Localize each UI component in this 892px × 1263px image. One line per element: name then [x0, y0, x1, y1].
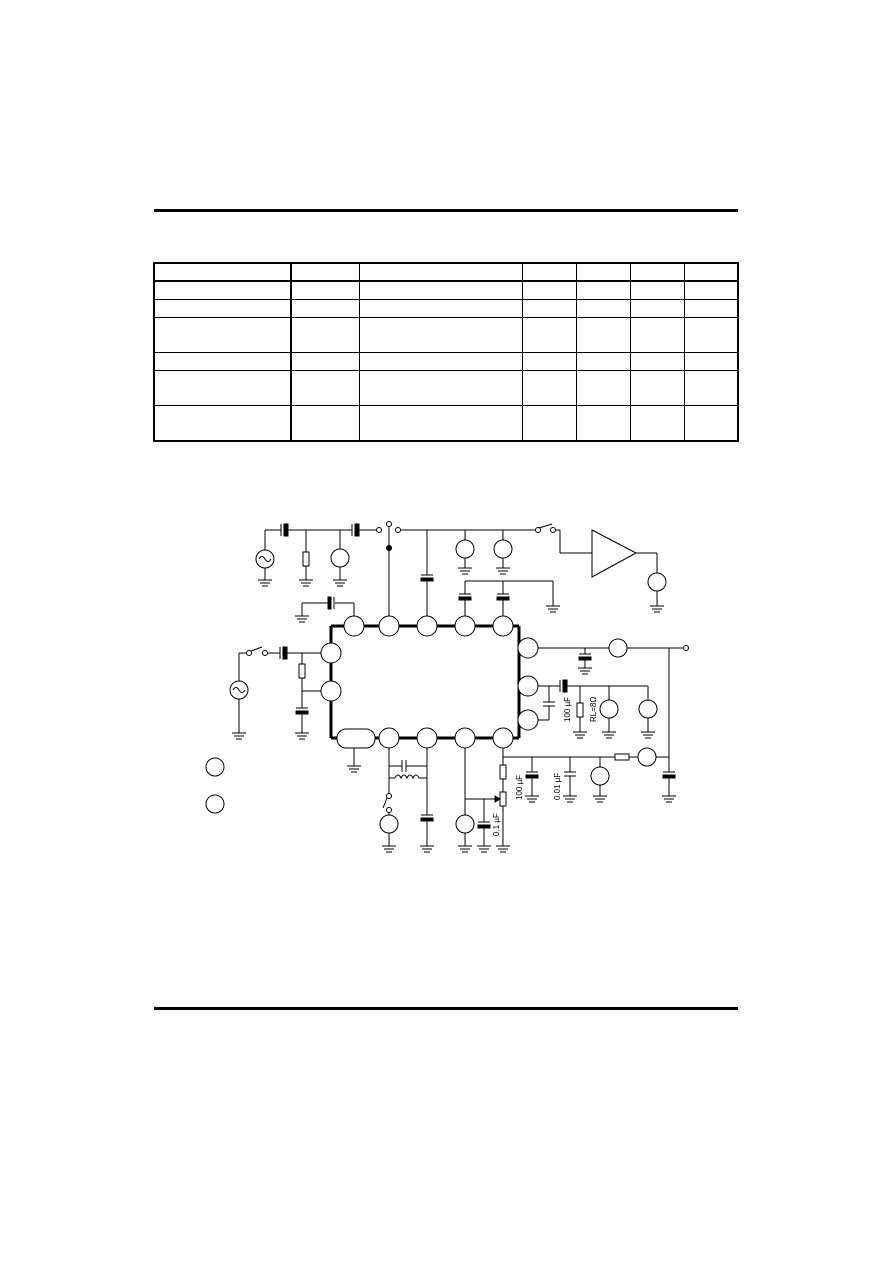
- table-cell: [358, 317, 523, 353]
- table-row: [153, 405, 739, 442]
- top-capacitors: [458, 580, 560, 616]
- label-cap-01uF: 0.1 µF: [492, 813, 501, 836]
- table-row: [153, 352, 739, 371]
- ic-pins: [320, 615, 539, 749]
- table-row: [153, 280, 739, 300]
- pin-circle-top-1: [343, 615, 365, 637]
- bottom-network: 0.1 µF: [347, 748, 510, 853]
- pin-circle-bottom-4: [454, 727, 476, 749]
- pin-circle-top-2: [378, 615, 400, 637]
- legend-circle-2: [205, 794, 225, 814]
- table-cell: [575, 405, 631, 442]
- table-cell: [521, 317, 577, 353]
- pin-circle-left-1: [320, 642, 342, 664]
- ic-package-outline: [329, 624, 521, 740]
- input-source-left: [229, 646, 321, 740]
- pin-oval-bottom: [336, 728, 376, 749]
- pin1-capacitor: [295, 596, 355, 623]
- pin-circle-left-2: [320, 680, 342, 702]
- label-cap-100uF-bottom: 100 µF: [515, 775, 524, 800]
- input-source-top: [255, 523, 382, 587]
- label-cap-100uF-out: 100 µF: [563, 697, 572, 722]
- pin-circle-right-2: [517, 675, 539, 697]
- table-cell: [683, 317, 739, 353]
- pin-circle-bottom-3: [416, 727, 438, 749]
- table-cell: [153, 370, 292, 406]
- table-cell: [153, 405, 292, 442]
- table-cell: [290, 405, 360, 442]
- table-header-row: [153, 262, 739, 282]
- table-cell: [521, 370, 577, 406]
- table-cell: [358, 370, 523, 406]
- label-load-resistor: RL=8Ω: [589, 697, 598, 722]
- output-section: 100 µF RL=8Ω: [538, 638, 689, 772]
- pin-circle-right-1: [517, 637, 539, 659]
- table-cell: [683, 405, 739, 442]
- amplifier-icon: [591, 529, 638, 578]
- table-row: [153, 370, 739, 406]
- inductor-icon: [394, 774, 420, 780]
- table-cell: [153, 262, 292, 282]
- bottom-rail: 100 µF 0.01 µF: [502, 747, 676, 803]
- top-rule: [154, 209, 738, 212]
- table-cell: [629, 317, 685, 353]
- table-body: [153, 262, 739, 442]
- table-cell: [290, 370, 360, 406]
- pin-circle-top-4: [454, 615, 476, 637]
- characteristics-table: [153, 262, 739, 442]
- table-cell: [290, 317, 360, 353]
- pin-circle-bottom-5: [492, 727, 514, 749]
- legend-symbols: [205, 757, 225, 814]
- top-rail: [386, 521, 667, 616]
- label-cap-001uF: 0.01 µF: [553, 773, 562, 800]
- table-row: [153, 317, 739, 353]
- pin-circle-bottom-2: [378, 727, 400, 749]
- pin-circle-top-5: [492, 615, 514, 637]
- pin-circle-right-3: [517, 709, 539, 731]
- table-cell: [358, 405, 523, 442]
- legend-circle-1: [205, 757, 225, 777]
- table-cell: [629, 370, 685, 406]
- pin-circle-top-3: [416, 615, 438, 637]
- table-cell: [683, 262, 739, 282]
- bottom-rule: [154, 1007, 738, 1010]
- table-cell: [683, 370, 739, 406]
